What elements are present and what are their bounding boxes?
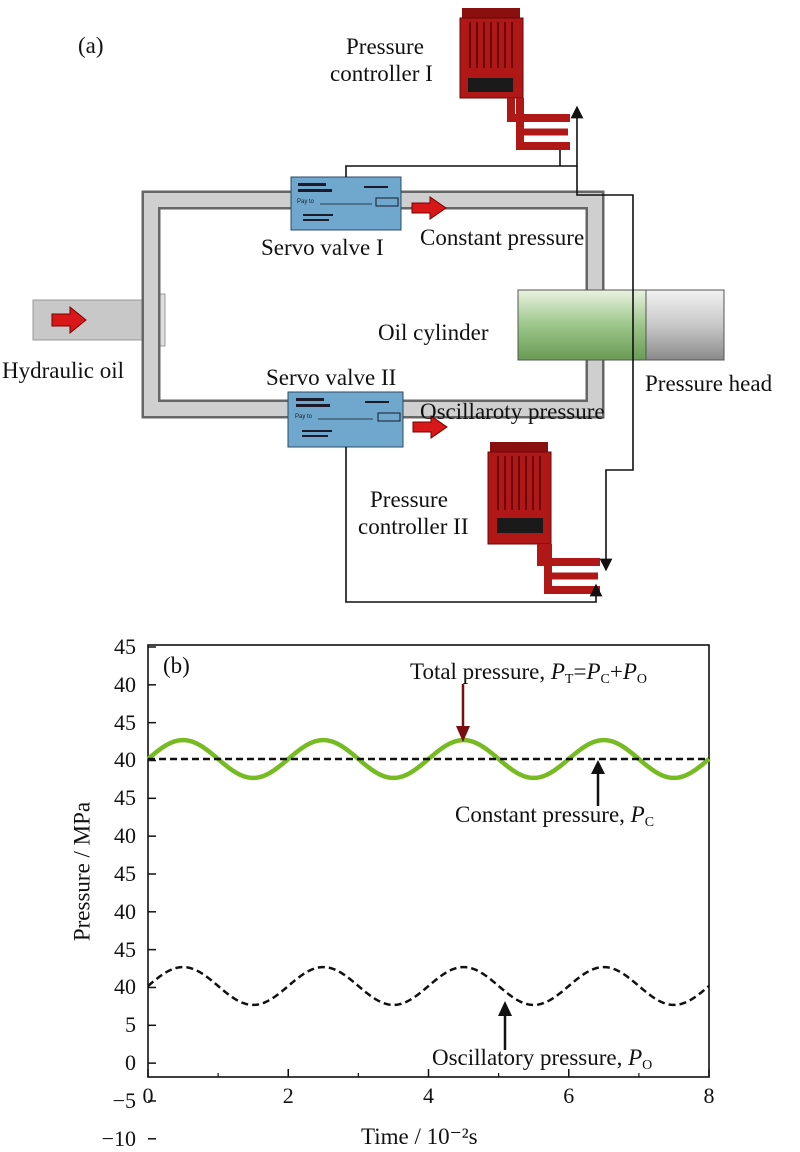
y-tick-label: 45 [114,634,136,659]
servo-valve-1-label: Servo valve I [261,235,384,260]
x-tick-label: 6 [563,1083,575,1108]
x-tick-label: 2 [282,1083,294,1108]
total-pressure-annotation: Total pressure, PT=PC+PO [410,660,647,687]
y-tick-label: 40 [114,747,136,773]
constant-pressure-arrowhead [591,760,605,774]
constant-pressure-text: Constant pressure, [455,802,631,827]
total-pressure-arrowhead [456,726,470,742]
oscillatory-pressure-curve [147,965,710,1007]
constant-pressure-annotation: Constant pressure, PC [455,803,654,830]
oscillatory-pressure-subscript: O [642,1058,653,1073]
y-tick-label: 40 [114,898,136,924]
servo-valve-2: Pay to [287,391,404,448]
chart-series [146,737,711,1007]
x-tick-label: 0 [142,1083,154,1108]
oscillatory-pressure-symbol: P [628,1045,643,1070]
pressure-controller-1 [459,8,570,150]
x-tick-label: 8 [703,1083,715,1108]
y-tick-label: 40 [114,974,136,1000]
y-tick-label: 40 [114,671,136,697]
oscillatory-pressure-annotation: Oscillatory pressure, PO [432,1046,652,1073]
constant-pressure-label: Constant pressure [420,225,585,250]
controller-1-label-line2: controller I [330,61,433,86]
inlet-arrow [51,305,87,335]
total-pressure-pc-symbol: P [586,659,601,684]
pressure-head-label: Pressure head [645,371,773,396]
oil-cylinder [517,289,647,361]
x-axis-label: Time / 10⁻²s [361,1124,478,1149]
total-pressure-text: Total pressure, [410,659,551,684]
y-tick-label: 45 [114,785,136,811]
y-tick-label: −10 [101,1125,136,1151]
constant-pressure-subscript: C [644,815,655,830]
constant-pressure-symbol: P [630,802,645,827]
total-pressure-po-subscript: O [636,672,648,687]
oscillatory-pressure-arrowhead [498,1001,512,1016]
axis-ticks [147,646,710,1140]
servo-valve-1: Pay to [290,176,402,231]
controller-1-label-line1: Pressure [346,34,424,59]
total-pressure-equals: = [573,659,587,684]
panel-a-label: (a) [78,33,104,58]
constant-pressure-arrow [411,196,447,220]
y-tick-label: 40 [114,823,136,849]
oscillatory-pressure-text: Oscillatory pressure, [432,1045,629,1070]
y-axis-label: Pressure / MPa [69,801,95,942]
y-tick-label: 5 [125,1012,136,1038]
total-pressure-symbol: P [550,659,565,684]
oscillatory-pressure-arrow [412,415,448,439]
plot-frame [147,644,710,1078]
y-tick-label: −5 [112,1087,136,1113]
y-tick-label: 0 [125,1050,136,1076]
total-pressure-po-symbol: P [622,659,637,684]
y-tick-label: 45 [114,860,136,886]
y-tick-label: 45 [114,709,136,735]
total-pressure-pc-subscript: C [600,672,610,687]
hydraulic-oil-label: Hydraulic oil [2,358,124,383]
oscillatory-pressure-label: Oscillaroty pressure [420,399,605,424]
annotation-arrows [456,684,605,1050]
pressure-head [645,289,725,361]
total-pressure-plus: + [609,659,623,684]
oil-cylinder-label: Oil cylinder [378,320,489,345]
panel-b-label: (b) [163,653,190,678]
servo-valve-2-label: Servo valve II [266,365,397,390]
controller-2-label-line1: Pressure [370,487,448,512]
y-tick-label: 45 [114,936,136,962]
valve-2-pay-text: Pay to [295,414,313,420]
valve-1-pay-text: Pay to [297,199,315,205]
pressure-controller-2 [487,442,600,594]
controller-2-label-line2: controller II [358,514,469,539]
signal-lines [345,105,634,603]
total-pressure-subscript: T [564,672,574,687]
x-tick-label: 4 [423,1083,434,1108]
